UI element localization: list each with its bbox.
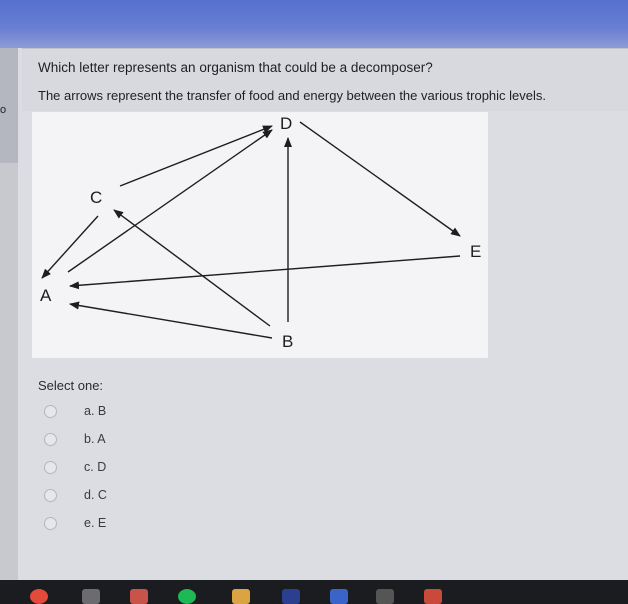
arrow-d-to-e	[299, 121, 461, 237]
app-icon[interactable]	[376, 589, 394, 604]
app-icon[interactable]	[282, 589, 300, 604]
folder-icon[interactable]	[232, 589, 250, 604]
answer-option-label: e. E	[84, 516, 107, 530]
node-c-label: C	[90, 188, 103, 207]
question-prompt: Which letter represents an organism that…	[38, 60, 433, 75]
question-box	[22, 48, 628, 111]
select-one-label: Select one:	[38, 378, 104, 393]
answer-option-label: d. C	[84, 488, 107, 502]
radio-button[interactable]	[44, 517, 57, 530]
answer-option-a[interactable]: a. B	[44, 404, 164, 422]
question-description: The arrows represent the transfer of foo…	[38, 88, 547, 103]
arrow-c-to-d	[119, 125, 273, 187]
food-web-diagram: D C E A B	[32, 112, 488, 358]
answer-option-d[interactable]: d. C	[44, 488, 164, 506]
node-b-label: B	[282, 332, 294, 351]
radio-button[interactable]	[44, 405, 57, 418]
node-d-label: D	[280, 114, 293, 133]
discord-icon[interactable]	[130, 589, 148, 604]
media-icon[interactable]	[330, 589, 348, 604]
answer-option-c[interactable]: c. D	[44, 460, 164, 478]
node-a-label: A	[40, 286, 52, 305]
arrow-b-to-a	[69, 301, 273, 339]
spotify-icon[interactable]	[178, 589, 196, 604]
answer-option-label: b. A	[84, 432, 106, 446]
left-sidebar	[0, 48, 18, 580]
steam-icon[interactable]	[82, 589, 100, 604]
answer-option-label: a. B	[84, 404, 107, 418]
answer-option-e[interactable]: e. E	[44, 516, 164, 534]
powerpoint-icon[interactable]	[424, 589, 442, 604]
chrome-icon[interactable]	[30, 589, 48, 604]
answer-option-label: c. D	[84, 460, 107, 474]
radio-button[interactable]	[44, 461, 57, 474]
radio-button[interactable]	[44, 433, 57, 446]
answer-option-b[interactable]: b. A	[44, 432, 164, 450]
arrow-b-to-c	[113, 209, 271, 327]
food-web-arrows	[41, 121, 461, 339]
arrow-c-to-a	[41, 215, 99, 279]
browser-top-band	[0, 0, 628, 48]
left-sidebar-tab-label: o	[0, 104, 7, 116]
left-sidebar-tab[interactable]	[0, 48, 18, 163]
radio-button[interactable]	[44, 489, 57, 502]
arrow-e-to-a	[69, 255, 461, 290]
arrow-a-to-d	[67, 129, 273, 273]
taskbar	[0, 580, 628, 604]
node-e-label: E	[470, 242, 482, 261]
